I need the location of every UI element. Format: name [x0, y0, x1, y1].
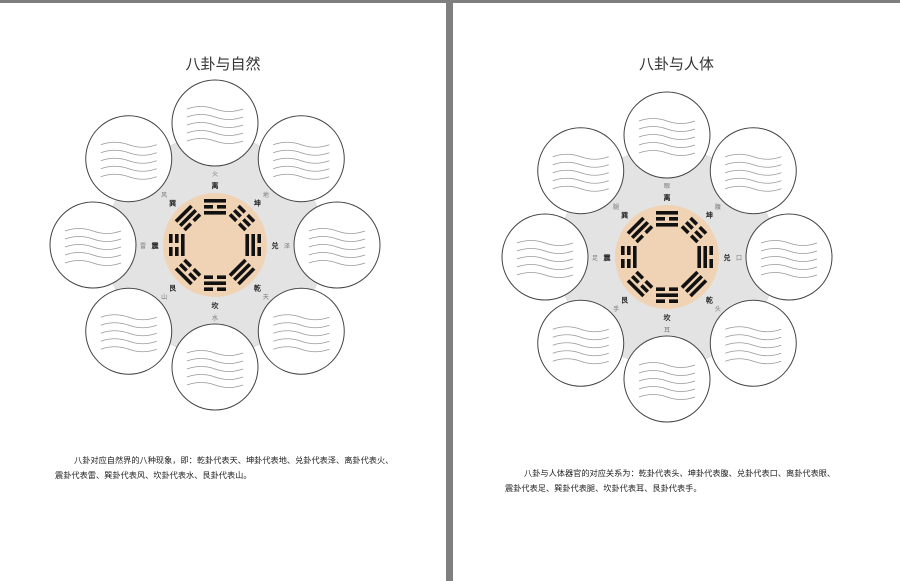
fire-illustration — [171, 79, 259, 167]
trigram-symbol — [621, 246, 637, 268]
trigram-symbol — [680, 270, 708, 298]
trigram-symbol — [174, 204, 202, 232]
eye-illustration — [623, 91, 711, 179]
trigram-name-label: 离 — [664, 193, 671, 202]
trigram-name-label: 乾 — [706, 295, 713, 304]
trigram-meaning-label: 腿 — [613, 204, 619, 211]
paragraph-line: 震卦代表雷、巽卦代表风、坎卦代表水、艮卦代表山。 — [55, 470, 252, 480]
trigram-meaning-label: 地 — [263, 191, 269, 199]
trigram-meaning-label: 山 — [161, 293, 167, 301]
trigram-name-label: 艮 — [169, 283, 177, 292]
trigram-name-label: 兑 — [724, 253, 731, 262]
torso-illustration — [709, 127, 797, 215]
wind-illustration — [85, 115, 173, 203]
trigram-symbol — [228, 204, 256, 232]
trigram-symbol — [169, 234, 185, 256]
page-title: 八卦与自然 — [185, 55, 261, 73]
trigram-symbol — [697, 246, 713, 268]
trigram-name-label: 艮 — [621, 295, 629, 304]
head-illustration — [709, 299, 797, 387]
mouth-illustration — [745, 213, 833, 301]
trigram-meaning-label: 口 — [736, 255, 742, 262]
trigram-name-label: 坤 — [254, 199, 261, 208]
trigram-symbol — [228, 258, 256, 286]
trigram-meaning-label: 风 — [161, 192, 167, 199]
page-right: 八卦与人体 离眼坤腹兑口乾头坎耳 艮手 震足 巽腿 八卦与人体器官的对应关系为：乾卦代… — [453, 3, 900, 581]
trigram-name-label: 离 — [212, 181, 219, 190]
thunder-illustration — [49, 201, 137, 289]
trigram-name-label: 兑 — [272, 241, 279, 250]
trigram-name-label: 坤 — [706, 211, 713, 220]
trigram-name-label: 震 — [603, 253, 612, 262]
trigram-symbol — [245, 234, 261, 256]
trigram-name-label: 震 — [151, 241, 160, 250]
trigram-name-label: 坎 — [664, 313, 672, 322]
bagua-nature-diagram: 离火坤地兑泽乾天坎水 艮山 震雷 巽风 — [49, 79, 381, 411]
trigram-meaning-label: 耳 — [664, 327, 670, 334]
center-disc — [163, 193, 267, 297]
trigram-name-label: 巽 — [621, 211, 628, 220]
sky-illustration — [257, 287, 345, 375]
trigram-symbol — [204, 275, 226, 291]
trigram-meaning-label: 雷 — [140, 243, 146, 250]
description-paragraph: 八卦与人体器官的对应关系为：乾卦代表头、坤卦代表腹、兑卦代表口、离卦代表眼、 震… — [505, 466, 875, 496]
trigram-name-label: 巽 — [169, 199, 176, 208]
marsh-illustration — [293, 201, 381, 289]
trigram-meaning-label: 腹 — [715, 203, 721, 211]
trigram-name-label: 乾 — [254, 283, 261, 292]
page-title: 八卦与人体 — [638, 55, 714, 73]
mountains-illustration — [85, 287, 173, 375]
foot-illustration — [501, 213, 589, 301]
trigram-meaning-label: 眼 — [664, 183, 670, 190]
trigram-name-label: 坎 — [212, 301, 220, 310]
bagua-body-diagram: 离眼坤腹兑口乾头坎耳 艮手 震足 巽腿 — [501, 91, 833, 423]
trigram-meaning-label: 手 — [613, 305, 619, 313]
trigram-symbol — [626, 216, 654, 244]
trigram-meaning-label: 泽 — [284, 242, 290, 250]
trigram-symbol — [680, 216, 708, 244]
trigram-meaning-label: 足 — [592, 255, 598, 262]
legs-illustration — [537, 127, 625, 215]
trigram-meaning-label: 天 — [263, 294, 269, 301]
hand-illustration — [537, 299, 625, 387]
trigram-symbol — [656, 287, 678, 303]
trigram-meaning-label: 水 — [212, 314, 218, 322]
trigram-symbol — [626, 270, 654, 298]
trigram-symbol — [174, 258, 202, 286]
ear-illustration — [623, 335, 711, 423]
trigram-meaning-label: 火 — [212, 171, 218, 178]
paragraph-line: 八卦对应自然界的八种现象，即：乾卦代表天、坤卦代表地、兑卦代表泽、离卦代表火、 — [74, 455, 394, 465]
farmland-illustration — [257, 115, 345, 203]
trigram-symbol — [656, 211, 678, 227]
waves-illustration — [171, 323, 259, 411]
description-paragraph: 八卦对应自然界的八种现象，即：乾卦代表天、坤卦代表地、兑卦代表泽、离卦代表火、 … — [55, 453, 415, 483]
paragraph-line: 震卦代表足、巽卦代表腿、坎卦代表耳、艮卦代表手。 — [505, 483, 702, 493]
trigram-meaning-label: 头 — [715, 305, 721, 313]
paragraph-line: 八卦与人体器官的对应关系为：乾卦代表头、坤卦代表腹、兑卦代表口、离卦代表眼、 — [524, 468, 836, 478]
trigram-symbol — [204, 199, 226, 215]
page-left: 八卦与自然 离火坤地兑泽乾天坎水 艮山 震雷 巽风 八卦对应自然界的八种现象，即：乾卦… — [0, 3, 446, 581]
